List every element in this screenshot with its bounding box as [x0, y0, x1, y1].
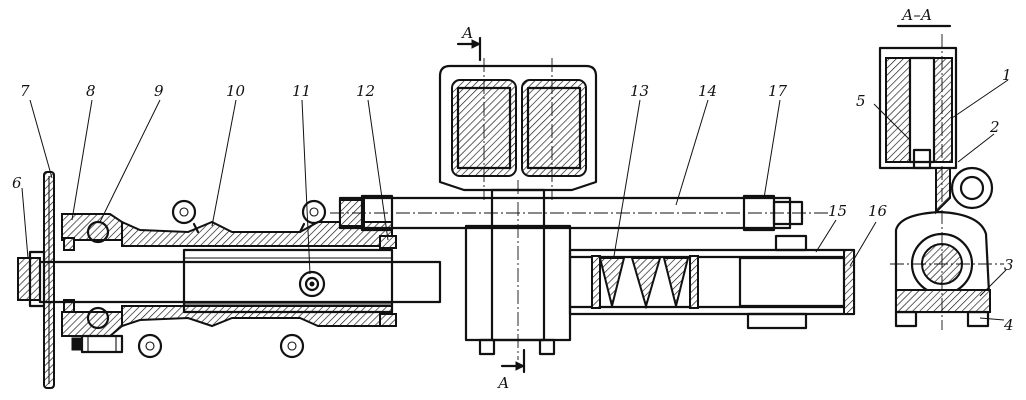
- magnet-bracket: [438, 58, 598, 200]
- label-5: 5: [856, 92, 866, 110]
- flange-disc: [43, 171, 55, 389]
- label-12: 12: [356, 82, 375, 100]
- label-11: 11: [292, 82, 311, 100]
- label-4: 4: [1003, 316, 1014, 334]
- label-10: 10: [226, 82, 246, 100]
- tie-rod: [330, 194, 830, 232]
- bearing-housing: [61, 213, 123, 337]
- part-labels: 6 7 8 9 10 11 12 13 14 17 15 16 1 2 3 4 …: [12, 66, 1014, 334]
- spring-13: [591, 255, 699, 310]
- label-14: 14: [698, 82, 717, 100]
- bottom-bolt: [71, 334, 124, 354]
- label-6: 6: [12, 174, 22, 192]
- label-16: 16: [868, 202, 888, 220]
- label-17: 17: [768, 82, 788, 100]
- label-9: 9: [154, 82, 164, 100]
- section-mark-top: А: [456, 24, 482, 62]
- label-3: 3: [1004, 256, 1014, 274]
- pin-11: [298, 270, 326, 298]
- label-8: 8: [86, 82, 96, 100]
- section-mark-top-label: А: [461, 24, 473, 42]
- section-aa-view: [878, 34, 1004, 330]
- label-1: 1: [1002, 66, 1012, 84]
- leader-lines: [21, 79, 1009, 321]
- label-13: 13: [630, 82, 649, 100]
- center-block: [464, 180, 572, 360]
- main-shaft: [38, 235, 442, 327]
- section-title: А–А: [896, 6, 952, 28]
- section-mark-bottom: А: [497, 348, 526, 392]
- section-title-label: А–А: [901, 6, 932, 24]
- label-15: 15: [828, 202, 847, 220]
- label-2: 2: [989, 118, 1000, 136]
- section-mark-bottom-label: А: [497, 374, 509, 392]
- label-7: 7: [20, 82, 30, 100]
